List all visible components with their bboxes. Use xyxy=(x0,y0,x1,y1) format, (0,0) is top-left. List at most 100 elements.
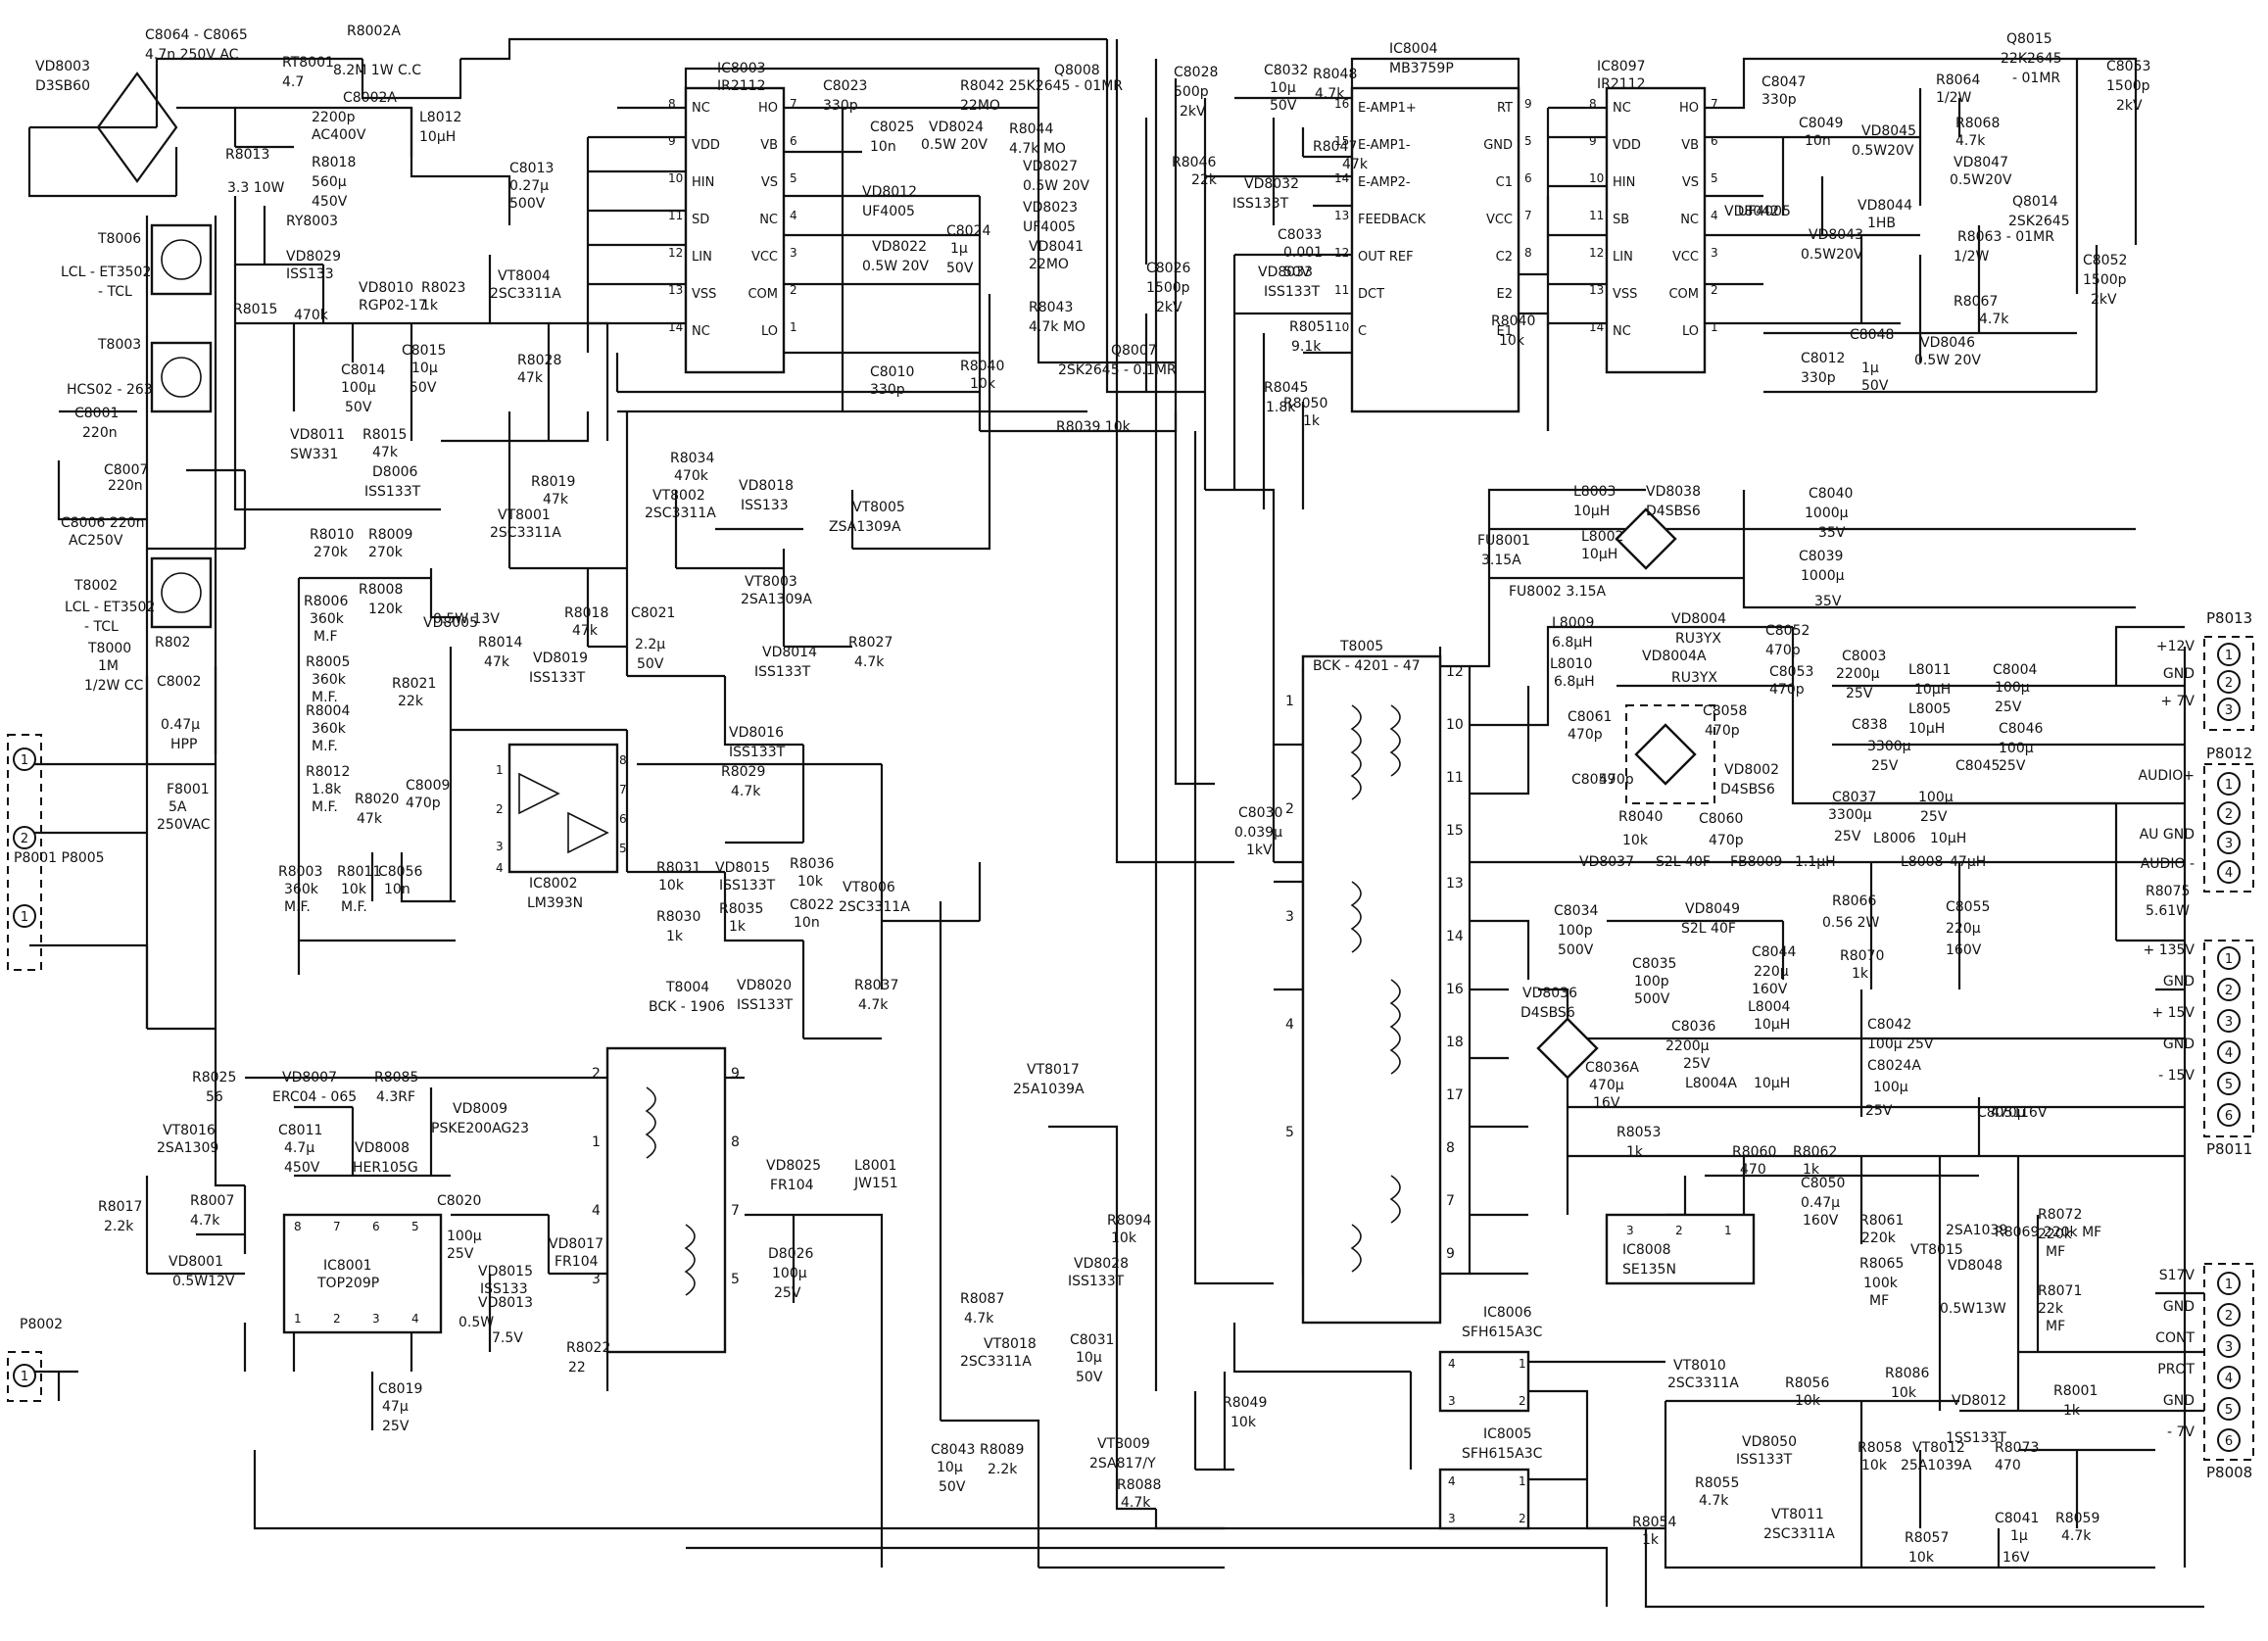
connector-pin[interactable] xyxy=(2217,946,2241,970)
connector-pin[interactable] xyxy=(2217,978,2241,1001)
component-label: 16V xyxy=(1593,1095,1620,1111)
connector-pin[interactable] xyxy=(13,748,36,771)
connector-pin[interactable] xyxy=(13,1364,36,1387)
component-label: AC250V xyxy=(69,533,123,549)
component-label: ISS133T xyxy=(719,878,776,893)
connector-pin-label: + 7V xyxy=(2160,694,2195,709)
connector-pin[interactable] xyxy=(2217,831,2241,854)
component-label: 1/2W xyxy=(1936,90,1972,106)
component-label: R8006 xyxy=(304,594,348,609)
component-label: 10n xyxy=(794,915,820,931)
component-label: T8006 xyxy=(97,231,141,247)
component-label: 1/2W CC xyxy=(84,678,144,694)
component-label: C8047 xyxy=(1761,74,1806,90)
component-label: LCL - ET3502 xyxy=(61,265,151,280)
ic-pin-name: RT xyxy=(1497,101,1513,116)
connector-pin[interactable] xyxy=(13,826,36,849)
ic-pin-number: 12 xyxy=(668,246,683,260)
ic-pin-name: GND xyxy=(1483,138,1513,153)
component-label: C8015 xyxy=(402,343,446,359)
component-label: Q8014 xyxy=(2012,194,2058,210)
component-label: 10μH xyxy=(1908,721,1945,737)
component-label: C8041 xyxy=(1995,1511,2039,1526)
component-label: 2SK2645 xyxy=(2008,214,2070,229)
t8005-pin: 5 xyxy=(1285,1125,1294,1140)
connector-pin[interactable] xyxy=(2217,860,2241,884)
component-label: 2SC3311A xyxy=(645,506,716,521)
component-label: 56 xyxy=(206,1089,223,1105)
ic-pin-number: 2 xyxy=(1519,1394,1526,1408)
component-label: VD8038 xyxy=(1646,484,1701,500)
ic-pin-name: HO xyxy=(1679,101,1699,116)
component-label: M.F. xyxy=(312,690,338,705)
ic-pin-number: 16 xyxy=(1334,97,1349,111)
ic-pin-name: LIN xyxy=(692,250,712,265)
connector-pin[interactable] xyxy=(2217,1040,2241,1064)
component-label: TOP209P xyxy=(316,1276,379,1291)
connector-pin-number: 4 xyxy=(2225,866,2233,881)
connector-pin[interactable] xyxy=(2217,1397,2241,1421)
connector-pin[interactable] xyxy=(2217,1428,2241,1452)
component-label: 50V xyxy=(410,380,437,396)
component-label: R8040 xyxy=(1491,314,1535,329)
connector-pin[interactable] xyxy=(2217,801,2241,825)
component-label: R8015 xyxy=(233,302,277,317)
component-label: 100μ xyxy=(341,380,376,396)
component-label: R8048 xyxy=(1313,67,1357,82)
component-label: 100μ xyxy=(772,1266,807,1281)
component-label: R8067 xyxy=(1954,294,1998,310)
component-label: 35V xyxy=(1818,525,1846,541)
component-label: VD8022 xyxy=(872,239,927,255)
connector-pin[interactable] xyxy=(2217,698,2241,721)
component-label: R8018 xyxy=(312,155,356,170)
component-label: 470p xyxy=(1568,727,1603,743)
component-label: 1k xyxy=(1803,1162,1820,1178)
component-label: R8049 xyxy=(1223,1395,1267,1411)
component-label: C8060 xyxy=(1699,811,1743,827)
connector-pin[interactable] xyxy=(2217,643,2241,666)
connector-pin[interactable] xyxy=(2217,1072,2241,1095)
component-label: M.F xyxy=(314,629,338,645)
component-label: IC8008 xyxy=(1622,1242,1671,1258)
connector-pin[interactable] xyxy=(2217,1334,2241,1358)
component-label: VD8015 xyxy=(478,1264,533,1279)
component-label: L8004 xyxy=(1748,999,1791,1015)
component-label: IC8002 xyxy=(529,876,578,892)
component-label: R8039 10k xyxy=(1056,419,1132,435)
connector-pin[interactable] xyxy=(2217,1103,2241,1127)
component-label: LCL - ET3502 xyxy=(65,600,155,615)
connector-pin[interactable] xyxy=(2217,1303,2241,1327)
connector-pin[interactable] xyxy=(13,904,36,928)
connector-pin[interactable] xyxy=(2217,670,2241,694)
component-label: 2.2μ xyxy=(635,637,665,652)
component-label: 10k xyxy=(1231,1415,1257,1430)
ic-pin-number: 4 xyxy=(1711,209,1718,222)
component-label: VT8004 xyxy=(498,268,551,284)
ic-pin-name: NC xyxy=(1613,324,1631,339)
ic-pin-number: 3 xyxy=(1448,1394,1456,1408)
component-label: ISS133 xyxy=(480,1281,528,1297)
component-label: 330p xyxy=(1761,92,1797,108)
ic-pin-number: 8 xyxy=(668,97,676,111)
connector-pin[interactable] xyxy=(2217,1272,2241,1295)
ic-pin-name: HIN xyxy=(692,175,714,190)
component-label: 47μ xyxy=(382,1399,409,1415)
t8004-pin: 8 xyxy=(731,1134,740,1150)
component-label: UF4005 xyxy=(862,204,915,219)
connector-pin[interactable] xyxy=(2217,1009,2241,1033)
component-label: 25V xyxy=(1995,700,2022,715)
connector-pin[interactable] xyxy=(2217,1366,2241,1389)
ic-pin-name: VS xyxy=(1682,175,1699,190)
t8005-pin: 18 xyxy=(1446,1035,1464,1050)
connector-pin[interactable] xyxy=(2217,772,2241,796)
component-label: 160V xyxy=(1803,1213,1839,1229)
component-label: 100p xyxy=(1634,974,1669,989)
component-label: R8014 xyxy=(478,635,522,651)
ic-pin-number: 3 xyxy=(372,1312,380,1326)
component-label: 8.2M 1W C.C xyxy=(333,63,421,78)
component-label: 0.5W xyxy=(458,1315,494,1330)
ic8002-body xyxy=(507,743,619,874)
component-label: VD8027 xyxy=(1023,159,1078,174)
ic-pin-number: 10 xyxy=(1334,320,1349,334)
component-label: 1500p xyxy=(2106,78,2150,94)
